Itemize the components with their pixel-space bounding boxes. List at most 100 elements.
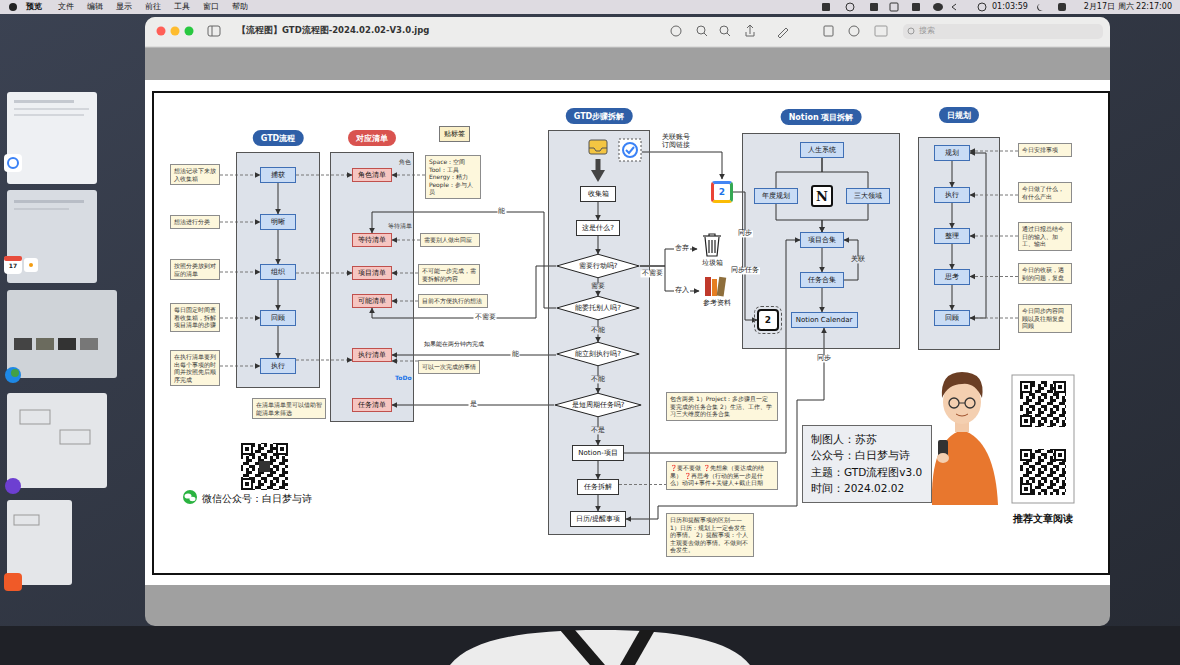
node-text: 可能清单 bbox=[358, 297, 386, 305]
edge-label: 能 bbox=[497, 208, 506, 215]
note-box: 包含两类 1）Project：多步骤且一定要完成的任务合集 2）生活、工作、学习… bbox=[666, 392, 778, 421]
connector bbox=[220, 272, 260, 273]
trash-icon bbox=[703, 234, 721, 256]
connector bbox=[952, 161, 953, 187]
connector bbox=[733, 192, 757, 320]
node-text: 2 bbox=[765, 315, 771, 325]
connector bbox=[296, 175, 352, 176]
books-icon bbox=[705, 277, 726, 297]
node-text: 日历和提醒事项的区别—— 1）日历：规划上一定会发生的事情。 2）提醒事项：个人… bbox=[670, 516, 750, 554]
edge-label: 是 bbox=[469, 401, 478, 408]
menu-item: 工具 bbox=[174, 3, 190, 12]
lane-header-text: 对应清单 bbox=[356, 133, 388, 144]
edge-label: 需要 bbox=[590, 283, 606, 290]
trash-node: 垃圾箱 bbox=[697, 230, 727, 268]
process-box: 人生系统 bbox=[800, 142, 844, 158]
notion-icon: N bbox=[811, 185, 833, 207]
lane-header-text: GTD流程 bbox=[261, 133, 296, 144]
connector bbox=[278, 280, 279, 310]
node-text: 每日固定时间查看收集箱，拆解项目清单的步骤 bbox=[174, 306, 216, 329]
note-box: 想法进行分类 bbox=[170, 215, 220, 229]
connector bbox=[392, 175, 425, 176]
node-text: 想法进行分类 bbox=[174, 218, 216, 226]
decision-diamond: 能委托别人吗? bbox=[556, 296, 640, 320]
node-text: 执行清单 bbox=[358, 351, 386, 359]
note-text: 如果能在两分钟内完成 bbox=[424, 341, 484, 348]
note-box: 今日做了什么，有什么产出 bbox=[1018, 182, 1072, 203]
list-box: 执行清单 bbox=[352, 348, 392, 362]
process-box: 三大领域 bbox=[846, 188, 890, 204]
node-text: 公众号：白日梦与诗 bbox=[811, 447, 923, 463]
lane-panel: Notion 项目拆解人生系统年度规划N三大领域项目合集任务合集2Notion … bbox=[742, 133, 900, 349]
menu-item: 文件 bbox=[58, 3, 74, 12]
note-box: 目前不方便执行的想法 bbox=[418, 294, 488, 308]
lane-header-text: Notion 项目拆解 bbox=[789, 112, 854, 123]
qr-caption: 推荐文章阅读 bbox=[1013, 513, 1073, 524]
connector bbox=[278, 326, 279, 358]
connectors bbox=[220, 151, 1018, 519]
clock-text: 2月17日 周六 22:17:00 bbox=[1084, 3, 1172, 12]
connector bbox=[372, 266, 556, 318]
note-box: 可以一次完成的事情 bbox=[418, 360, 480, 374]
node-text: 主题：GTD流程图v3.0 bbox=[811, 464, 923, 480]
node-text: 制图人：苏苏 bbox=[811, 431, 923, 447]
process-box: 任务合集 bbox=[800, 272, 844, 288]
tag-label: 角色 bbox=[399, 159, 411, 166]
process-box: 回顾 bbox=[260, 310, 296, 326]
menu-item: 显示 bbox=[116, 3, 132, 12]
edge-label: 同步 bbox=[816, 356, 832, 363]
decision-diamond: 能立刻执行吗? bbox=[556, 342, 640, 366]
process-box: 明晰 bbox=[260, 214, 296, 230]
node-text: 回顾 bbox=[945, 314, 959, 322]
node-text: ❓要不要做 ❓先想象（要达成的结果） ❓再思考（行动的第一步是什么）动词+事件+… bbox=[670, 464, 774, 487]
edge-label: 不能 bbox=[590, 376, 606, 383]
node-text: 贴标签 bbox=[444, 130, 465, 138]
process-box: Notion-项目 bbox=[572, 445, 624, 461]
edge-label: 存入 bbox=[674, 287, 690, 294]
connector bbox=[598, 461, 599, 479]
process-box: 组织 bbox=[260, 264, 296, 280]
node-text: 能立刻执行吗? bbox=[575, 350, 621, 358]
node-text: 在执行清单要列出每个事项的时间并按照先后顺序完成 bbox=[174, 353, 216, 383]
sync-label: 同步 bbox=[737, 230, 753, 237]
note-box: 通过日报总结今日的输入、加工、输出 bbox=[1018, 222, 1072, 251]
process-box: 这是什么? bbox=[576, 220, 620, 236]
connector bbox=[296, 360, 352, 361]
list-box: 角色清单 bbox=[352, 168, 392, 182]
note-box: 每日固定时间查看收集箱，拆解项目清单的步骤 bbox=[170, 303, 220, 332]
node-text: 规划 bbox=[945, 149, 959, 157]
calendar-icon: 2 bbox=[711, 181, 733, 203]
process-box: 捕获 bbox=[260, 167, 296, 183]
node-text: Space：空间 Tool：工具 Energy：精力 People：参与人员 bbox=[429, 158, 477, 196]
menu-item: 窗口 bbox=[203, 3, 219, 12]
lane-header: 对应清单 bbox=[348, 130, 396, 146]
edge-label: 同步任务 bbox=[730, 268, 760, 275]
edge-label: 舍弃 bbox=[674, 245, 690, 252]
tag-box: 贴标签 bbox=[439, 126, 470, 142]
node-text: 思考 bbox=[945, 273, 959, 281]
node-text: 执行 bbox=[271, 362, 285, 370]
author-illustration bbox=[932, 372, 998, 505]
connector bbox=[624, 240, 800, 453]
connector bbox=[952, 244, 953, 269]
process-box: 回顾 bbox=[934, 310, 970, 326]
node-text: 回顾 bbox=[271, 314, 285, 322]
process-box: 思考 bbox=[934, 269, 970, 285]
lane-fills bbox=[236, 130, 1000, 535]
qr-codes bbox=[241, 375, 1074, 503]
process-box: 执行 bbox=[934, 187, 970, 203]
note-box: 在清单清单里可以借助智能清单来筛选 bbox=[252, 398, 326, 419]
node-text: 明晰 bbox=[271, 218, 285, 226]
connector bbox=[392, 240, 420, 241]
node-text: 整理 bbox=[945, 232, 959, 240]
connector bbox=[619, 484, 666, 485]
note-box: ❓要不要做 ❓先想象（要达成的结果） ❓再思考（行动的第一步是什么）动词+事件+… bbox=[666, 461, 778, 490]
node-text: 任务拆解 bbox=[584, 483, 612, 491]
menu-bar bbox=[0, 0, 1180, 14]
process-box: 年度规划 bbox=[754, 188, 798, 204]
connector bbox=[220, 318, 260, 319]
node-text: N bbox=[816, 189, 828, 204]
node-text: 时间：2024.02.02 bbox=[811, 480, 923, 496]
process-box: 任务拆解 bbox=[577, 479, 619, 495]
